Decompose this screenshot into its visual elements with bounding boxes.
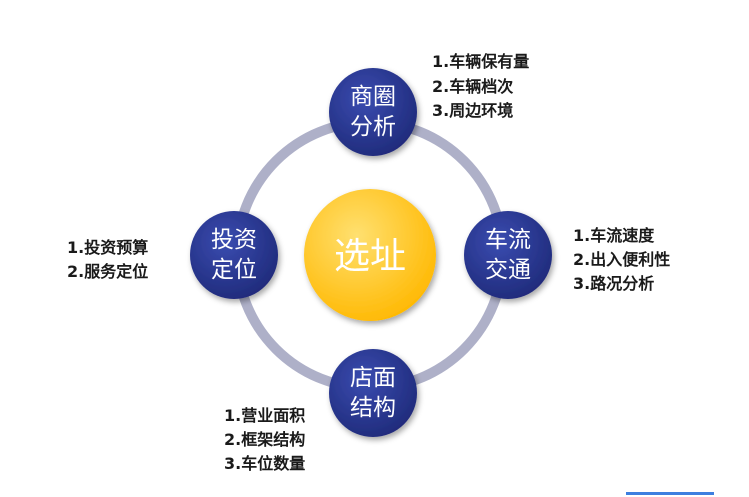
center-label: 选址 <box>334 236 406 277</box>
list-item: 1.营业面积 <box>224 406 305 425</box>
list-item: 2.框架结构 <box>224 430 305 449</box>
list-item: 3.周边环境 <box>432 101 513 120</box>
list-business-district: 1.车辆保有量 2.车辆档次 3.周边环境 <box>432 52 529 120</box>
node-investment-line2: 定位 <box>211 257 257 283</box>
list-item: 1.车流速度 <box>573 226 655 245</box>
node-store-structure: 店面 结构 <box>329 349 417 437</box>
center-node: 选址 <box>304 189 436 321</box>
node-traffic-line1: 车流 <box>485 227 531 253</box>
list-item: 3.路况分析 <box>573 274 654 293</box>
corner-accent-bar <box>626 492 714 495</box>
node-store-structure-line2: 结构 <box>350 395 396 421</box>
node-investment: 投资 定位 <box>190 211 278 299</box>
node-store-structure-line1: 店面 <box>350 365 396 391</box>
node-investment-line1: 投资 <box>211 227 257 253</box>
node-business-district-line2: 分析 <box>350 114 396 140</box>
node-business-district-line1: 商圈 <box>350 84 396 110</box>
list-traffic: 1.车流速度 2.出入便利性 3.路况分析 <box>573 226 670 293</box>
list-investment: 1.投资预算 2.服务定位 <box>67 238 148 281</box>
node-traffic-line2: 交通 <box>485 257 531 283</box>
list-item: 1.车辆保有量 <box>432 52 529 71</box>
list-item: 1.投资预算 <box>67 238 148 257</box>
list-item: 2.出入便利性 <box>573 250 670 269</box>
list-store-structure: 1.营业面积 2.框架结构 3.车位数量 <box>224 406 305 473</box>
node-business-district: 商圈 分析 <box>329 68 417 156</box>
list-item: 2.服务定位 <box>67 262 148 281</box>
node-traffic: 车流 交通 <box>464 211 552 299</box>
list-item: 3.车位数量 <box>224 454 305 473</box>
list-item: 2.车辆档次 <box>432 77 513 96</box>
